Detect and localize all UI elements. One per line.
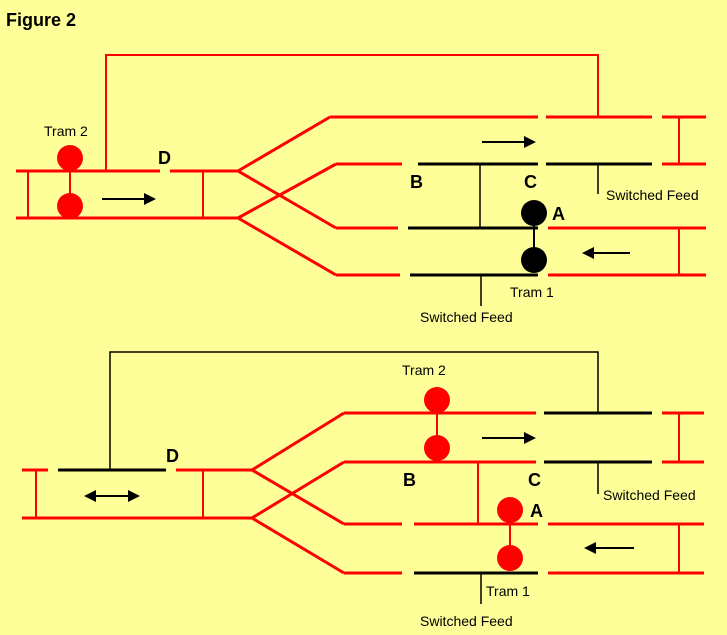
top-tram2-label: Tram 2 [44, 123, 88, 139]
bottom-branch-4 [251, 516, 345, 575]
top-switched-feed-bottom: Switched Feed [420, 309, 513, 325]
bottom-tram2-front [424, 387, 450, 413]
top-tram1-rear [521, 247, 547, 273]
bottom-label-d: D [166, 446, 179, 466]
top-diagram: Tram 2 D B C A Switched Feed Tram 1 Swit… [16, 54, 706, 325]
bottom-track3-arrow-left-icon [584, 542, 634, 554]
top-label-b: B [410, 172, 423, 192]
top-track3-arrow-left-icon [582, 247, 630, 259]
bottom-switched-feed-bottom: Switched Feed [420, 613, 513, 629]
bottom-branch-2 [251, 468, 345, 526]
top-arrow-right-icon [102, 193, 156, 205]
bottom-feed-wire [109, 351, 599, 470]
bottom-label-c: C [528, 470, 541, 490]
top-tram1-label: Tram 1 [510, 284, 554, 300]
top-branch-2 [237, 169, 337, 230]
top-tram1-front [521, 200, 547, 226]
bottom-tram2-label: Tram 2 [402, 362, 446, 378]
bottom-switched-feed-right: Switched Feed [603, 487, 696, 503]
top-tram2-front [57, 145, 83, 171]
bottom-track1-arrow-right-icon [482, 432, 536, 444]
bottom-tram1-rear [497, 545, 523, 571]
bottom-tram1-front [497, 497, 523, 523]
figure-title: Figure 2 [6, 10, 76, 30]
top-tram2-rear [57, 193, 83, 219]
bottom-label-a: A [530, 501, 543, 521]
bottom-label-b: B [403, 470, 416, 490]
bottom-diagram: Tram 2 D B C A Switched Feed Tram 1 Swit… [22, 351, 704, 629]
bottom-tram1-label: Tram 1 [486, 583, 530, 599]
bottom-arrow-bidirectional-icon [84, 490, 140, 502]
top-feed-wire [105, 54, 599, 171]
bottom-branch-1 [251, 411, 345, 472]
top-branch-3 [237, 162, 337, 220]
top-label-d: D [158, 148, 171, 168]
bottom-tram2-rear [424, 435, 450, 461]
bottom-branch-3 [251, 460, 345, 520]
top-label-a: A [552, 204, 565, 224]
top-branch-4 [237, 216, 337, 277]
top-label-c: C [524, 172, 537, 192]
top-branch-1 [237, 115, 331, 173]
top-switched-feed-right: Switched Feed [606, 187, 699, 203]
top-track1-arrow-right-icon [482, 136, 536, 148]
